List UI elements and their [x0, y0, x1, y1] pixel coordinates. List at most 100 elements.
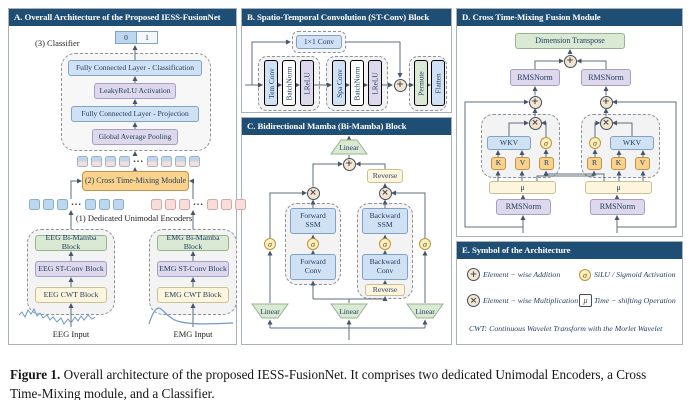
classifier-output-bits: 0 1	[115, 31, 158, 44]
fused-token-row: ···	[77, 156, 200, 167]
emg-token	[234, 199, 246, 210]
fused-token	[188, 156, 200, 167]
encoders-stage-label: (1) Dedicated Unimodal Encoders	[75, 213, 193, 223]
eeg-waveform	[18, 307, 96, 325]
cross-time-mixing-module-box: (2) Cross Time-Mixing Module	[82, 171, 189, 191]
time-shift-right-box: μ	[585, 181, 652, 194]
eeg-token	[43, 199, 54, 210]
silu-activation-icon: σ	[379, 238, 391, 250]
rmsnorm-lower-right-box: RMSNorm	[590, 199, 645, 215]
backward-conv-box: Backward Conv	[362, 254, 408, 280]
emg-token-row: ···	[151, 199, 246, 210]
reverse-output-box: Reverse	[367, 169, 403, 183]
elementwise-multiplication-icon: ×	[467, 294, 480, 307]
emg-input-label: EMG Input	[173, 329, 213, 339]
fused-token	[119, 156, 130, 167]
eeg-input-label: EEG Input	[52, 329, 90, 339]
ellipsis: ···	[71, 200, 82, 209]
fused-token	[160, 156, 172, 167]
time-shift-legend-label: Time − shifting Operation	[594, 296, 676, 305]
receptance-box: R	[539, 157, 554, 170]
figure-caption-label: Figure 1.	[10, 367, 61, 383]
linear-gate-right-trapezoid: Linear	[406, 303, 444, 319]
panel-c-header: C. Bidirectional Mamba (Bi-Mamba) Block	[242, 118, 451, 135]
silu-activation-icon: σ	[307, 238, 319, 250]
value-box: V	[635, 157, 650, 170]
elementwise-multiplication-icon: ×	[378, 186, 392, 200]
ellipsis: ···	[193, 200, 204, 209]
fused-token	[77, 156, 88, 167]
fused-token	[91, 156, 102, 167]
emg-stconv-box: EMG ST-Conv Block	[157, 261, 229, 277]
eeg-token	[112, 199, 124, 210]
elementwise-addition-icon: +	[342, 157, 356, 171]
spa-conv-box: Spa Conv	[332, 60, 346, 106]
bit-zero: 0	[116, 32, 137, 43]
elementwise-multiplication-icon: ×	[306, 186, 320, 200]
emg-cwt-box: EMG CWT Block	[157, 287, 229, 303]
key-box: K	[491, 157, 506, 170]
lrelu-box: LReLU	[368, 60, 382, 106]
classifier-stage-label: (3) Classifier	[35, 38, 80, 48]
emg-token	[165, 199, 176, 210]
emg-bimamba-box: EMG Bi-Mamba Block	[157, 233, 229, 251]
elementwise-addition-icon: +	[393, 78, 407, 92]
leakyrelu-box: LeakyReLU Activation	[94, 83, 176, 99]
silu-legend-label: SiLU / Sigmoid Activation	[594, 270, 676, 279]
wkv-right-box: WKV	[610, 136, 654, 150]
eeg-bimamba-box: EEG Bi-Mamba Block	[35, 233, 107, 251]
sigmoid-gate-icon: σ	[264, 238, 276, 250]
dimension-transpose-box: Dimension Transpose	[515, 33, 625, 49]
reverse-input-box: Reverse	[365, 284, 405, 296]
cwt-note: CWT: Continuous Wavelet Transform with t…	[469, 324, 663, 333]
addition-legend-label: Element − wise Addition	[483, 270, 561, 279]
linear-main-trapezoid: Linear	[330, 303, 368, 319]
silu-activation-icon: σ	[579, 269, 591, 281]
figure-caption-text: Overall architecture of the proposed IES…	[10, 367, 647, 400]
panel-e-legend: E. Symbol of the Architecture + Element …	[456, 241, 683, 345]
bit-one: 1	[137, 32, 157, 43]
sigmoid-gate-icon: σ	[589, 137, 601, 149]
fused-token	[174, 156, 186, 167]
panel-a-overall-architecture: A. Overall Architecture of the Proposed …	[8, 8, 246, 345]
tem-conv-box: Tem Conv	[264, 60, 278, 106]
panel-a-header: A. Overall Architecture of the Proposed …	[9, 9, 236, 26]
fused-token	[105, 156, 116, 167]
rmsnorm-lower-left-box: RMSNorm	[496, 199, 551, 215]
eeg-token	[84, 199, 96, 210]
panel-b-stconv-block: B. Spatio-Temporal Convolution (ST-Conv)…	[241, 8, 452, 113]
elementwise-multiplication-icon: ×	[528, 116, 542, 130]
eeg-token	[29, 199, 40, 210]
fc-classification-box: Fully Connected Layer - Classification	[68, 60, 202, 76]
key-box: K	[611, 157, 626, 170]
wkv-left-box: WKV	[487, 136, 531, 150]
forward-conv-box: Forward Conv	[290, 254, 336, 280]
svg-text:Linear: Linear	[260, 307, 280, 316]
linear-output-trapezoid: Linear	[330, 139, 368, 155]
elementwise-addition-icon: +	[563, 54, 577, 68]
permute-box: Permute	[414, 60, 428, 106]
eeg-cwt-box: EEG CWT Block	[35, 287, 107, 303]
emg-waveform	[148, 307, 234, 325]
elementwise-multiplication-icon: ×	[599, 116, 613, 130]
emg-token	[151, 199, 162, 210]
panel-b-header: B. Spatio-Temporal Convolution (ST-Conv)…	[242, 9, 451, 26]
svg-text:Linear: Linear	[339, 143, 359, 152]
rmsnorm-upper-left-box: RMSNorm	[510, 69, 560, 86]
global-average-pooling-box: Global Average Pooling	[92, 129, 178, 145]
multiplication-legend-label: Element − wise Multiplication	[483, 296, 579, 305]
emg-token	[206, 199, 218, 210]
panel-d-header: D. Cross Time-Mixing Fusion Module	[457, 9, 682, 26]
emg-token	[220, 199, 232, 210]
sigmoid-gate-icon: σ	[540, 137, 552, 149]
emg-token	[179, 199, 190, 210]
elementwise-addition-icon: +	[528, 95, 542, 109]
rmsnorm-upper-right-box: RMSNorm	[581, 69, 631, 86]
svg-text:Linear: Linear	[415, 307, 435, 316]
panel-c-bimamba-block: C. Bidirectional Mamba (Bi-Mamba) Block	[241, 117, 452, 345]
sigmoid-gate-icon: σ	[419, 238, 431, 250]
linear-gate-left-trapezoid: Linear	[251, 303, 289, 319]
eeg-token-row: ···	[29, 199, 124, 210]
value-box: V	[515, 157, 530, 170]
figure-caption: Figure 1. Overall architecture of the pr…	[10, 365, 680, 400]
